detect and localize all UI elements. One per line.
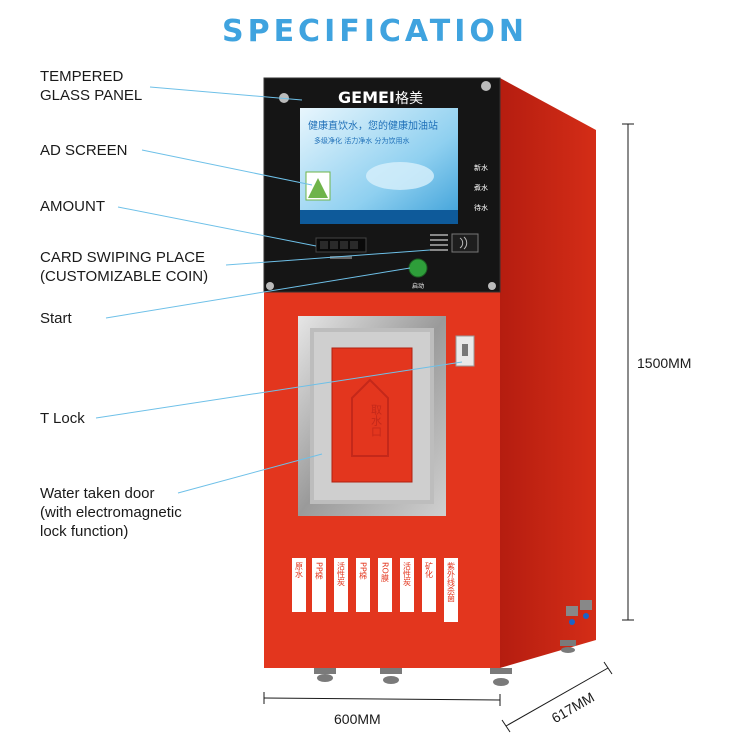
door-sign: 取水口 (370, 404, 383, 437)
callout-lines (95, 86, 463, 494)
screen-headline: 健康直饮水，您的健康加油站 (308, 119, 438, 132)
svg-text:煮水: 煮水 (474, 183, 488, 192)
label-water-door: Water taken door (with electromagnetic l… (40, 485, 182, 540)
page-title: SPECIFICATION (221, 14, 529, 49)
dimension-lines (263, 123, 634, 733)
card-reader (451, 233, 479, 253)
svg-text:启动: 启动 (412, 282, 424, 290)
label-card-swiping: CARD SWIPING PLACE (CUSTOMIZABLE COIN) (40, 249, 209, 285)
machine-side-panel (500, 78, 596, 668)
svg-text:紫外线杀菌: 紫外线杀菌 (447, 562, 456, 603)
label-start: Start (40, 310, 72, 327)
status-indicators: 新水 煮水 待水 (474, 163, 488, 212)
svg-text:RO膜: RO膜 (381, 562, 390, 583)
svg-text:待水: 待水 (474, 203, 488, 212)
svg-text:格美: 格美 (395, 91, 423, 107)
svg-text:新水: 新水 (474, 163, 488, 172)
dimension-width: 600MM (334, 711, 381, 727)
svg-text:PP棉: PP棉 (359, 562, 368, 581)
svg-text:活性炭: 活性炭 (403, 561, 412, 587)
pipe-fittings (566, 600, 592, 625)
svg-text:原水: 原水 (295, 562, 304, 578)
label-ad-screen: AD SCREEN (40, 142, 128, 159)
label-amount: AMOUNT (40, 198, 105, 215)
caster-wheels (314, 640, 576, 686)
dimension-depth: 617MM (549, 689, 597, 726)
filter-stage-labels: 原水 PP棉 活性炭 PP棉 RO膜 活性炭 矿化 紫外线杀菌 (292, 558, 458, 622)
label-t-lock: T Lock (40, 410, 85, 427)
label-tempered-glass: TEMPERED GLASS PANEL (40, 68, 143, 104)
screen-subline: 多级净化 活力净水 分为饮用水 (314, 136, 409, 145)
svg-text:活性炭: 活性炭 (337, 561, 346, 587)
svg-text:PP棉: PP棉 (315, 562, 324, 581)
start-button[interactable] (408, 258, 428, 278)
dimension-height: 1500MM (637, 355, 692, 371)
brand-logo: GEMEI (338, 88, 395, 107)
svg-text:矿化: 矿化 (425, 561, 434, 579)
